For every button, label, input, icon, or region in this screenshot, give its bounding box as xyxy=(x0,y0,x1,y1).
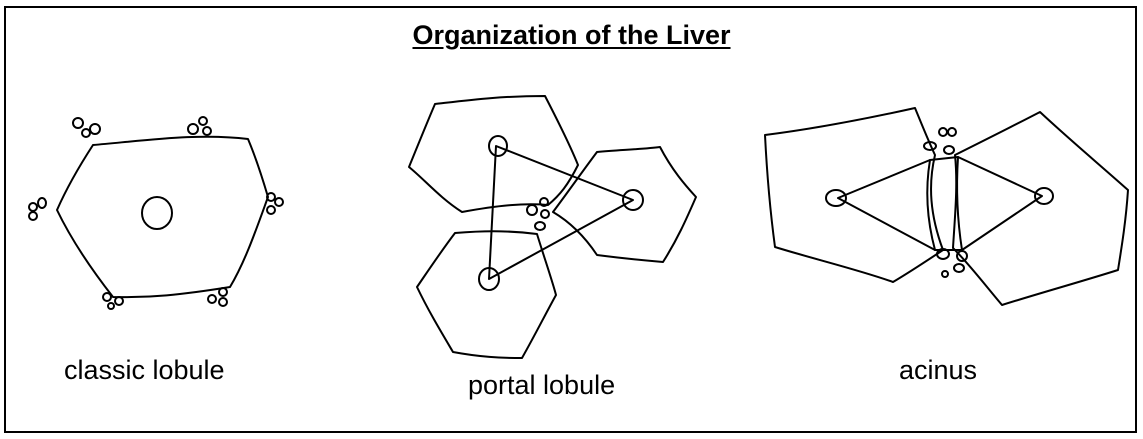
portal-triad-right xyxy=(266,192,284,215)
portal-lobule-label: portal lobule xyxy=(468,370,616,400)
portal-triad-bottom-right xyxy=(207,287,228,307)
portal-triad-left xyxy=(28,197,47,221)
portal-triad-center xyxy=(526,197,550,231)
central-vein-top xyxy=(488,135,508,157)
classic-lobule-label: classic lobule xyxy=(64,355,225,385)
acinus-hexagon-right xyxy=(952,111,1129,306)
portal-lobule-hexagon-right xyxy=(552,146,697,263)
portal-lobule-triangle xyxy=(488,145,634,280)
portal-lobule-diagram xyxy=(408,95,697,359)
central-vein xyxy=(141,196,173,230)
central-vein-right xyxy=(1034,187,1054,205)
acinus-label: acinus xyxy=(899,355,978,385)
classic-lobule-hexagon xyxy=(56,135,269,299)
portal-triad-top xyxy=(923,127,957,155)
figure-frame xyxy=(4,6,1137,433)
central-vein-left xyxy=(825,189,847,207)
portal-triad-bottom-left xyxy=(102,292,124,310)
acinus-diagram xyxy=(764,107,1129,306)
portal-triad-bottom xyxy=(936,248,968,278)
classic-lobule-diagram xyxy=(28,116,284,310)
acinus-triangle xyxy=(837,156,1043,251)
portal-lobule-hexagon-bottom xyxy=(416,230,557,359)
portal-triad-top-left xyxy=(72,117,101,138)
acinus-sinusoid-divider-right xyxy=(956,156,963,251)
portal-triad-top-right xyxy=(187,116,212,136)
central-vein-right xyxy=(622,189,644,211)
acinus-sinusoid-divider-left xyxy=(926,159,936,251)
central-vein-bottom xyxy=(478,267,500,291)
acinus-hexagon-left xyxy=(764,107,944,283)
figure-title: Organization of the Liver xyxy=(412,20,731,50)
